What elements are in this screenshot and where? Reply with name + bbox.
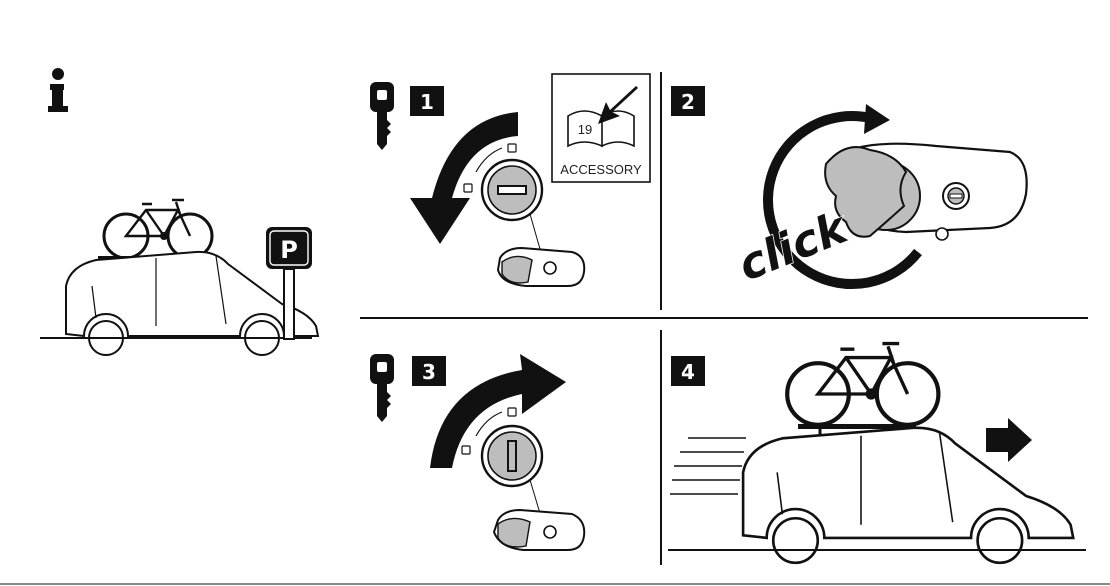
bike-holder-closed: [824, 142, 1028, 241]
info-icon: [48, 68, 68, 112]
rotate-left-arrow-icon: [410, 112, 518, 244]
rotate-right-arrow-icon: [430, 354, 566, 468]
accessory-page-number: 19: [578, 122, 592, 137]
step-badge-4: 4: [671, 356, 705, 386]
accessory-manual-reference: 19 ACCESSORY: [551, 73, 651, 183]
key-icon-step-1: [370, 82, 394, 150]
step-badge-1: 1: [410, 86, 444, 116]
svg-text:2: 2: [681, 90, 695, 114]
key-icon-step-3: [370, 354, 394, 422]
speed-lines: [670, 437, 746, 495]
svg-text:1: 1: [420, 90, 434, 114]
lock-cylinder-vertical: [480, 424, 544, 488]
parking-sign: P: [266, 227, 312, 340]
bike-holder-step-3: [492, 508, 586, 551]
parking-sign-letter: P: [280, 236, 298, 264]
moving-car-with-bike: [668, 344, 1086, 565]
pointer-arrow-icon: [598, 86, 638, 124]
lock-rotate-hint: [463, 143, 517, 193]
parked-car-with-bike: [40, 198, 319, 356]
bike-holder-step-1: [496, 246, 586, 287]
lock-rotate-hint-step-3: [461, 407, 517, 455]
step-badge-3: 3: [412, 356, 446, 386]
forward-arrow-icon: [986, 418, 1032, 462]
step-badge-2: 2: [671, 86, 705, 116]
rotation-arrow-icon: [763, 111, 922, 290]
svg-text:4: 4: [681, 360, 695, 384]
accessory-label: ACCESSORY: [560, 162, 642, 177]
lock-cylinder-horizontal: [480, 158, 544, 222]
svg-text:3: 3: [422, 360, 436, 384]
